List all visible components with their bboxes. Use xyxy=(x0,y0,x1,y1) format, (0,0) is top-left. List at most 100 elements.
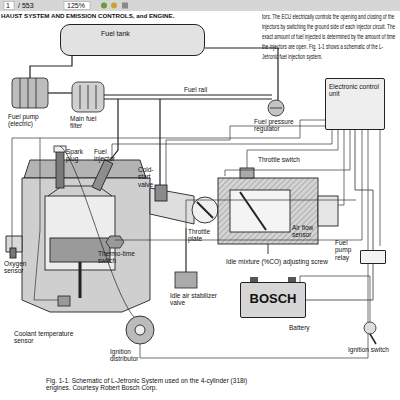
viewer-toolbar xyxy=(101,3,107,9)
part-name: Idle air stabilizer valve xyxy=(170,292,228,307)
fuel-pump-symbol xyxy=(36,78,37,108)
distributor-symbol xyxy=(60,146,134,317)
wiring xyxy=(112,130,332,158)
intake-manifold xyxy=(155,185,167,201)
intake-manifold xyxy=(192,197,218,223)
page-count: / 553 xyxy=(18,2,52,10)
fuel-pump-symbol xyxy=(28,78,29,108)
spark-plug-symbol xyxy=(54,146,66,152)
part-name: Air flow sensor xyxy=(292,224,322,239)
fuel-filter-symbol xyxy=(72,82,104,112)
part-name: Main fuel filter xyxy=(70,115,108,130)
air-flow-sensor-symbol xyxy=(230,190,290,232)
pressure-regulator-symbol xyxy=(268,100,284,116)
viewer-toolbar xyxy=(0,0,400,11)
spark-plug-symbol xyxy=(56,150,64,188)
control-unit-box: Electronic control unit xyxy=(325,78,385,130)
pressure-regulator-symbol xyxy=(270,108,282,109)
zoom-level: 125% xyxy=(67,2,93,10)
part-name: Thermo-time switch xyxy=(98,250,138,265)
ignition-switch-symbol xyxy=(364,322,376,344)
wiring xyxy=(300,276,370,322)
distributor-symbol xyxy=(135,325,145,335)
part-name: Oxygen sensor xyxy=(4,260,38,275)
wiring xyxy=(166,126,326,185)
viewer-toolbar xyxy=(111,3,117,9)
viewer-toolbar xyxy=(0,0,400,11)
engine-block xyxy=(79,262,82,298)
part-name: Fuel pressure regulator xyxy=(254,118,294,133)
sensor-symbol xyxy=(58,296,70,306)
fuel-pump-symbol xyxy=(20,78,21,108)
part-name: Fuel pump (electric) xyxy=(8,113,48,128)
figure-caption: Fig. 1-1. Schematic of L-Jetronic System… xyxy=(46,377,261,392)
fuel-line xyxy=(159,99,160,185)
wiring xyxy=(186,200,356,272)
fuel-line xyxy=(104,98,272,99)
part-name: Fuel rail xyxy=(184,86,224,93)
sensor-symbol xyxy=(106,236,124,248)
part-name: Fuel pump relay xyxy=(335,239,359,261)
sensor-symbol xyxy=(175,272,197,288)
part-name: Throttle plate xyxy=(188,228,218,243)
wiring xyxy=(380,130,381,246)
wiring xyxy=(34,138,58,300)
wiring xyxy=(115,130,362,240)
injector-symbol xyxy=(92,160,113,191)
exhaust-pipe xyxy=(10,248,16,258)
air-flow-sensor-symbol xyxy=(240,168,254,178)
fuel-line xyxy=(48,92,72,93)
part-name: Ignition distributor xyxy=(110,348,160,363)
air-flow-sensor-symbol xyxy=(240,192,266,230)
wiring xyxy=(12,120,325,248)
wiring xyxy=(247,130,338,168)
fuel-line xyxy=(30,56,72,78)
part-name: Throttle switch xyxy=(258,156,320,163)
fuel-filter-symbol xyxy=(80,85,81,109)
engine-block xyxy=(24,160,146,178)
fuel-filter-symbol xyxy=(96,85,97,109)
part-name: Idle mixture (%CO) adjusting screw xyxy=(226,258,338,265)
wiring xyxy=(140,130,368,358)
pressure-regulator-symbol xyxy=(268,100,284,116)
spark-plug-symbol xyxy=(54,146,66,188)
wiring xyxy=(12,120,380,358)
wiring xyxy=(225,130,350,176)
ignition-switch-symbol xyxy=(364,322,376,334)
fuel-line xyxy=(104,94,272,95)
wire-connector xyxy=(355,130,373,250)
page-number: 1 xyxy=(6,2,16,10)
part-name: Ignition switch xyxy=(348,346,392,353)
battery-box: BOSCHBattery xyxy=(240,282,306,318)
fuel-pump-symbol xyxy=(12,78,48,108)
fuel-tank: Fuel tank xyxy=(60,24,205,56)
relay-box: Fuel pump relay xyxy=(360,250,386,264)
fuel-pump-symbol xyxy=(12,78,48,108)
injector-symbol xyxy=(92,160,113,191)
part-name: Fuel injector xyxy=(94,148,124,163)
viewer-toolbar xyxy=(122,3,128,9)
part-name: Coolant temperature sensor xyxy=(14,330,84,345)
part-name: Electronic control unit xyxy=(329,83,381,98)
exhaust-pipe xyxy=(6,236,22,258)
ignition-switch-symbol xyxy=(370,334,376,344)
part-name: Cold-start valve xyxy=(138,166,160,188)
air-flow-sensor-symbol xyxy=(268,244,269,254)
running-header: HAUST SYSTEM AND EMISSION CONTROLS, and … xyxy=(1,13,259,20)
air-flow-sensor-symbol xyxy=(218,168,338,254)
part-name: Fuel tank xyxy=(101,30,161,38)
intake-manifold xyxy=(150,185,218,224)
body-text: tors. The ECU electrically controls the … xyxy=(262,12,399,61)
wiring xyxy=(338,130,344,205)
brand-mark: BOSCH xyxy=(241,292,305,307)
wire-connector xyxy=(306,264,373,300)
intake-manifold xyxy=(197,202,213,218)
distributor-symbol xyxy=(126,316,154,344)
part-name: Spark plug xyxy=(66,148,92,163)
fuel-filter-symbol xyxy=(88,85,89,109)
engine-block xyxy=(22,178,150,312)
part-name: Battery xyxy=(289,324,329,331)
